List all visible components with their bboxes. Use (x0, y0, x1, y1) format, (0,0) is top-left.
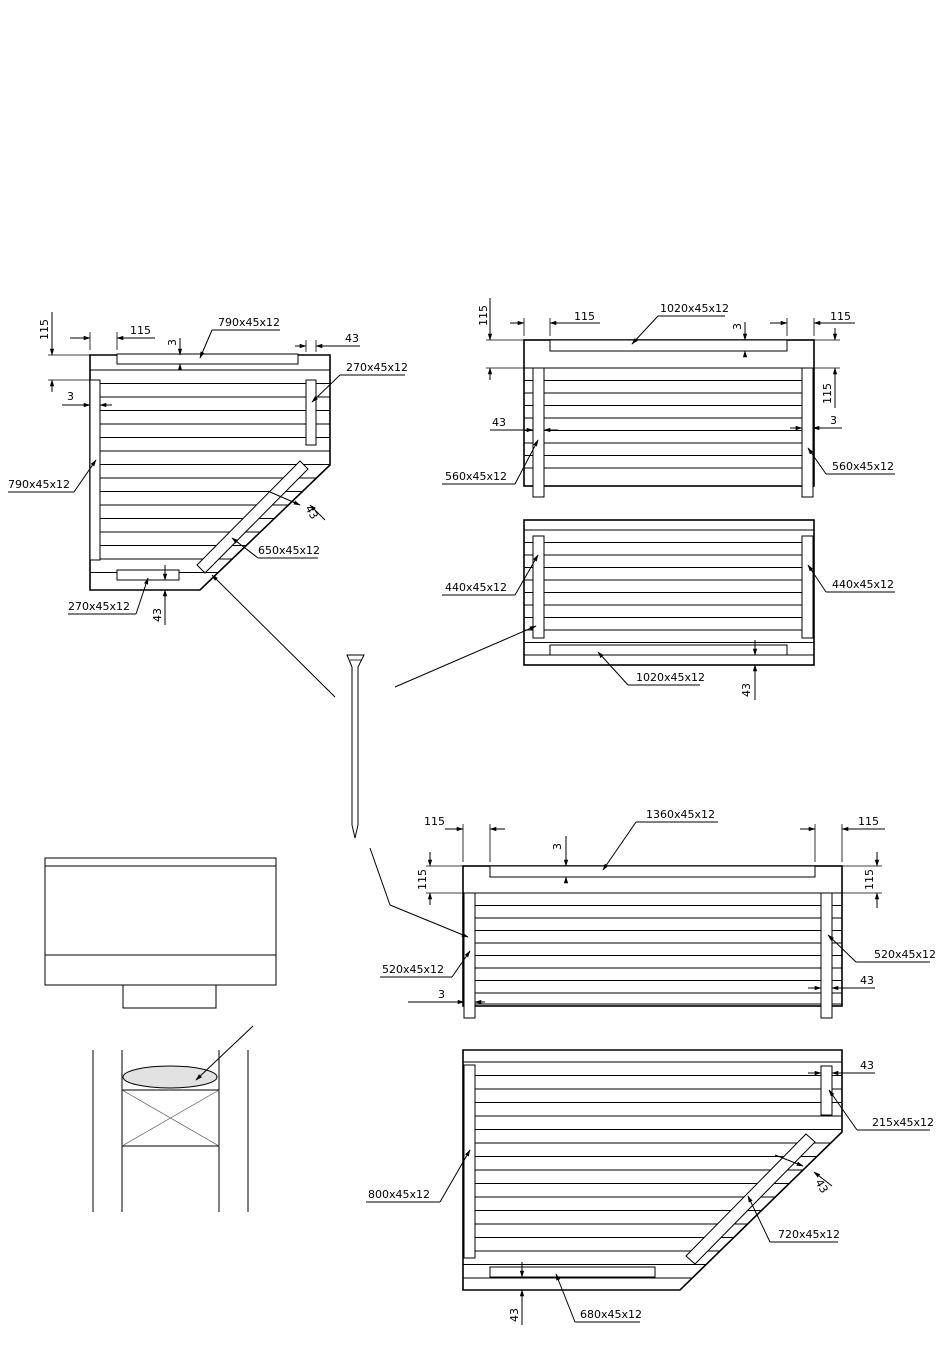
panel-a-top-board-label: 790x45x12 (218, 316, 280, 329)
panel-a-dim-offset: 115 (38, 319, 51, 340)
panel-d-right-board-label: 520x45x12 (874, 948, 936, 961)
panel-a-dim-diag: 43 (302, 503, 320, 522)
bottom-batten (550, 645, 787, 655)
panel-b-dim-offset: 115 (477, 305, 490, 326)
left-batten (464, 893, 475, 1018)
top-batten (117, 354, 298, 364)
panel-d-dim-left-gap: 3 (438, 988, 445, 1001)
panel-d-dim-left-vert: 115 (416, 869, 429, 890)
panel-a-dim-top-left: 115 (130, 324, 151, 337)
detail-illustration (45, 858, 276, 1212)
panel-a-dim-gap: 3 (166, 339, 179, 346)
right-batten (821, 1066, 832, 1115)
panel-d-dim-gap: 3 (551, 843, 564, 850)
left-batten (464, 1065, 475, 1258)
top-batten (490, 866, 815, 877)
panel-a-diag-board-label: 650x45x12 (258, 544, 320, 557)
panel-c-pointer (395, 626, 536, 687)
panel-a-pointer (212, 575, 335, 697)
panel-a-dim-left-gap: 3 (67, 390, 74, 403)
panel-a-bottom-board-label: 270x45x12 (68, 600, 130, 613)
panel-e-left-board-label: 800x45x12 (368, 1188, 430, 1201)
right-batten (802, 536, 813, 638)
panel-d-top-board-label: 1360x45x12 (646, 808, 715, 821)
panel-e-right-board-label: 215x45x12 (872, 1116, 934, 1129)
panel-c-dim-bottom: 43 (740, 683, 753, 697)
left-batten (533, 368, 544, 497)
nail-illustration (347, 655, 364, 838)
panel-e-bottom-board-label: 680x45x12 (580, 1308, 642, 1321)
left-batten (90, 380, 100, 560)
panel-c-bottom-board-label: 1020x45x12 (636, 671, 705, 684)
panel-d-pointer-b (390, 905, 468, 937)
panel-b-dim-left-width: 43 (492, 416, 506, 429)
panel-e-dim-bottom: 43 (508, 1308, 521, 1322)
panel-a-left-board-label: 790x45x12 (8, 478, 70, 491)
right-batten (306, 380, 316, 445)
panel-c-dimensions: 440x45x12 440x45x12 1020x45x12 43 (442, 555, 895, 700)
panel-c-left-board-label: 440x45x12 (445, 581, 507, 594)
panel-b-dim-right-gap: 3 (830, 414, 837, 427)
panel-e: 43 215x45x12 43 800x45x12 720x45x12 43 6… (366, 1050, 934, 1325)
panel-a: 115 115 3 790x45x12 43 270x45x12 3 (8, 312, 408, 697)
panel-e-dimensions: 43 215x45x12 43 800x45x12 720x45x12 43 6… (366, 1059, 934, 1325)
panel-d-pointer-a (370, 848, 390, 905)
panel-a-right-board-label: 270x45x12 (346, 361, 408, 374)
panel-c: 440x45x12 440x45x12 1020x45x12 43 (395, 520, 895, 700)
right-batten (821, 893, 832, 1018)
panel-a-dim-bottom: 43 (151, 608, 164, 622)
bottom-batten (490, 1267, 655, 1277)
panel-b-top-board-label: 1020x45x12 (660, 302, 729, 315)
panel-b: 115 115 1020x45x12 3 115 115 43 (442, 298, 895, 497)
panel-d-dim-right-width: 43 (860, 974, 874, 987)
panel-d-dim-right: 115 (858, 815, 879, 828)
panel-b-dim-left: 115 (574, 310, 595, 323)
panel-d-dim-left: 115 (424, 815, 445, 828)
panel-d-dim-right-vert: 115 (863, 869, 876, 890)
panel-b-dim-gap: 3 (731, 323, 744, 330)
left-batten (533, 536, 544, 638)
panel-e-dim-right-width: 43 (860, 1059, 874, 1072)
panel-b-left-board-label: 560x45x12 (445, 470, 507, 483)
panel-d: 115 1360x45x12 115 3 115 115 520x45x12 (370, 808, 936, 1018)
panel-a-dim-width-right: 43 (345, 332, 359, 345)
panel-d-left-board-label: 520x45x12 (382, 963, 444, 976)
panel-e-dim-diag: 43 (812, 1177, 830, 1196)
panel-b-dimensions: 115 115 1020x45x12 3 115 115 43 (442, 298, 895, 484)
panel-b-right-board-label: 560x45x12 (832, 460, 894, 473)
right-batten (802, 368, 813, 497)
panel-b-dim-right: 115 (830, 310, 851, 323)
panel-b-dim-right-vert: 115 (821, 383, 834, 404)
diagonal-batten (686, 1134, 815, 1264)
panel-d-slats (463, 893, 842, 993)
panel-b-slats (524, 368, 814, 468)
panel-c-slats (524, 530, 814, 655)
panel-e-diag-board-label: 720x45x12 (778, 1228, 840, 1241)
panel-c-right-board-label: 440x45x12 (832, 578, 894, 591)
top-batten (550, 340, 787, 351)
